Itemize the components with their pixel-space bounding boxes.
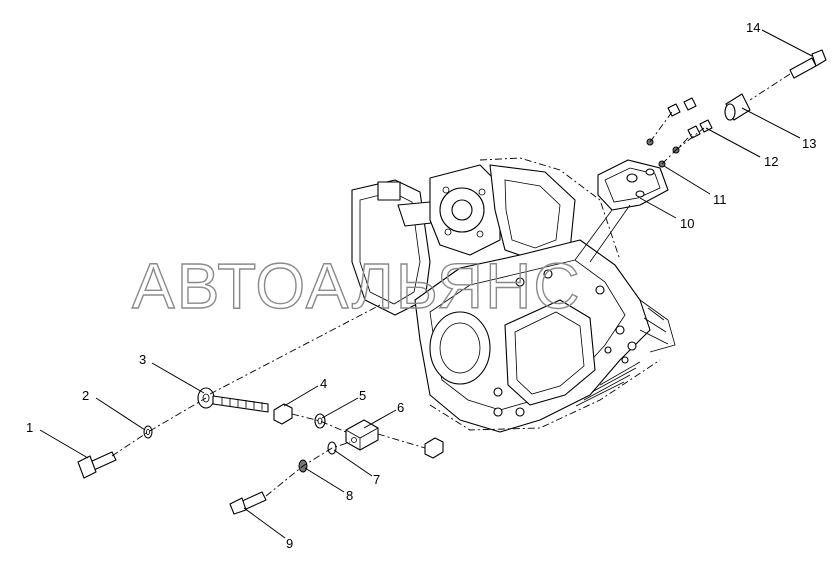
part-9-bolt: [229, 491, 267, 515]
callout-12: 12: [764, 154, 778, 169]
callout-13: 13: [802, 136, 816, 151]
callout-7: 7: [373, 472, 380, 487]
watermark-text: АВТОАЛЬЯНС: [132, 250, 582, 322]
part-1-bolt: [77, 451, 117, 479]
part-2-washer: [143, 425, 153, 439]
callout-2: 2: [82, 388, 89, 403]
callout-1: 1: [26, 420, 33, 435]
part-6-nut: [424, 437, 444, 459]
callout-5: 5: [359, 388, 366, 403]
callout-4: 4: [320, 376, 327, 391]
callout-9: 9: [286, 536, 293, 551]
part-11-12-fasteners: [646, 97, 713, 168]
callout-8: 8: [346, 488, 353, 503]
part-6-block: [345, 419, 379, 451]
callouts: 1 2 3 4 5 6 7 8 9 10 11 12 13 14: [26, 20, 816, 551]
part-14-bolt: [749, 49, 827, 101]
callout-11: 11: [713, 192, 727, 207]
part-5-washer: [314, 413, 326, 429]
part-4-nut: [273, 403, 293, 425]
callout-6: 6: [397, 400, 404, 415]
callout-3: 3: [139, 352, 146, 367]
part-10-bracket: [574, 159, 669, 263]
engine-housing: [351, 157, 676, 433]
part-13-spacer: [724, 93, 751, 121]
part-3-eye-bolt: [197, 387, 269, 413]
callout-14: 14: [746, 20, 760, 35]
callout-10: 10: [680, 216, 694, 231]
assembly-lines: [111, 304, 426, 497]
